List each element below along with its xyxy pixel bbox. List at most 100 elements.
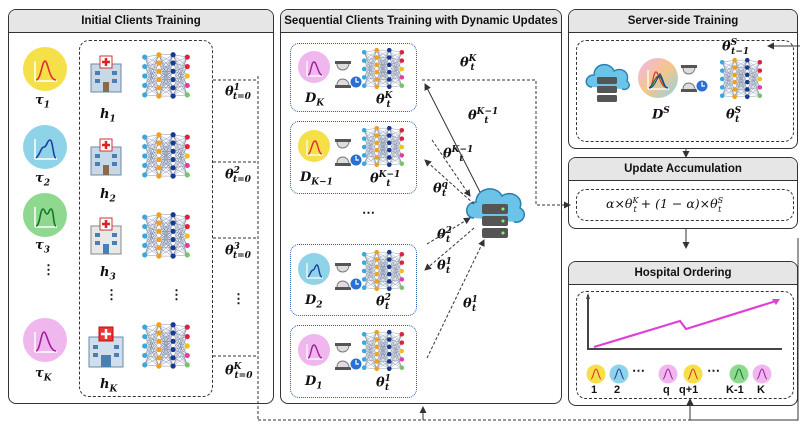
- neural-network-icon: [361, 329, 405, 372]
- sequential-title: Sequential Clients Training with Dynamic…: [281, 10, 561, 33]
- hospital-icon: [90, 217, 122, 255]
- seq-theta-K: θKt: [376, 91, 393, 110]
- tauK-label: τK: [35, 366, 52, 384]
- bell-curve-icon: [306, 140, 323, 156]
- distribution-tauK: [23, 318, 67, 362]
- neural-network-icon: [361, 249, 405, 292]
- update-formula: α×θKt + (1 − α)×θSt: [606, 196, 724, 214]
- hourglass-clock-icon: [335, 139, 363, 167]
- hourglass-clock-icon: [681, 65, 709, 93]
- ordering-ellipsis: ⋯: [632, 364, 645, 379]
- arrow-label-thetaq: θqt: [433, 180, 448, 199]
- theta0-1-label: θ1t=0: [225, 83, 251, 102]
- hospital-ordering-panel: Hospital Ordering: [568, 261, 798, 406]
- server-cloud-icon: [585, 64, 630, 102]
- ordering-ellipsis: ⋯: [707, 364, 720, 379]
- server-title: Server-side Training: [569, 10, 797, 33]
- hourglass-clock-icon: [335, 343, 363, 371]
- ordering-label: q: [663, 384, 670, 396]
- dataset-DK-label: DK: [305, 91, 325, 109]
- peak-curve-icon: [34, 331, 57, 353]
- bimodal-curve-icon: [34, 207, 57, 228]
- client-box-K: [290, 43, 417, 112]
- ordered-client-icon: [752, 364, 772, 384]
- distribution-tau1: [23, 47, 67, 91]
- arrow-label-thetaK-1-up: θK−1t: [468, 107, 499, 126]
- initial-clients-panel: Initial Clients Training: [8, 9, 274, 404]
- ordering-label: K-1: [726, 384, 744, 396]
- server-panel: Server-side Training: [568, 9, 798, 149]
- h3-label: h3: [100, 265, 116, 283]
- seq-theta-1: θ1t: [376, 374, 391, 393]
- cloud-server-icon: [466, 188, 525, 238]
- arrow-label-theta1-b: θ1t: [463, 295, 478, 314]
- client-box-K-1: [290, 121, 417, 194]
- server-group: [576, 40, 794, 142]
- ordering-label: K: [757, 384, 765, 396]
- tau-ellipsis: ⋮: [42, 263, 55, 278]
- hourglass-clock-icon: [335, 61, 363, 89]
- net-ellipsis: ⋮: [170, 288, 183, 303]
- mixed-curves-icon: [647, 70, 669, 90]
- neural-network-icon: [142, 212, 190, 259]
- client-dist-1: [298, 334, 330, 366]
- ordered-client-icon: [658, 364, 678, 384]
- hK-label: hK: [100, 377, 118, 395]
- seq-theta-K-1: θK−1t: [370, 170, 401, 189]
- sequential-panel: Sequential Clients Training with Dynamic…: [280, 9, 562, 404]
- update-title: Update Accumulation: [569, 158, 797, 181]
- hospital-ellipsis: ⋮: [105, 288, 118, 303]
- server-theta: θSt: [726, 106, 742, 125]
- server-theta-prev: θSt−1: [722, 38, 750, 57]
- dataset-D1-label: D1: [305, 374, 323, 392]
- theta0-K-label: θKt=0: [225, 362, 253, 381]
- tau1-label: τ1: [35, 93, 51, 111]
- client-dist-2: [298, 253, 330, 285]
- client-box-2: [290, 244, 417, 316]
- skewed-curve-icon: [34, 139, 57, 160]
- hospital-ordering-title: Hospital Ordering: [569, 262, 797, 285]
- theta0-3-label: θ3t=0: [225, 242, 251, 261]
- h2-label: h2: [100, 187, 116, 205]
- client-box-1: [290, 325, 417, 398]
- h1-label: h1: [100, 107, 116, 125]
- ordered-client-icon: [729, 364, 749, 384]
- server-dataset-label: DS: [652, 106, 670, 123]
- initial-clients-title: Initial Clients Training: [9, 10, 273, 33]
- hospital-icon: [90, 138, 122, 176]
- ordering-label: 2: [614, 384, 621, 396]
- tau3-label: τ3: [35, 238, 51, 256]
- theta0-2-label: θ2t=0: [225, 166, 251, 185]
- bell-curve-icon: [34, 60, 57, 82]
- neural-network-icon: [361, 125, 405, 168]
- ordering-group: [576, 291, 794, 399]
- seq-theta-2: θ2t: [376, 293, 391, 312]
- hospital-icon: [90, 55, 122, 93]
- ordering-label: q+1: [679, 384, 699, 396]
- hospitals-group: [79, 40, 213, 397]
- arrow-label-thetaK-top: θKt: [460, 54, 477, 73]
- hospital-icon: [88, 326, 124, 368]
- distribution-tau2: [23, 125, 67, 169]
- dataset-D2-label: D2: [305, 293, 323, 311]
- arrow-label-thetaK-1-left: θK−1t: [443, 145, 474, 164]
- ordered-client-icon: [586, 364, 606, 384]
- client-dist-K-1: [298, 130, 330, 162]
- neural-network-icon: [719, 57, 763, 100]
- client-dist-K: [298, 51, 330, 83]
- theta-ellipsis: ⋮: [232, 292, 245, 307]
- neural-network-icon: [361, 47, 405, 90]
- peak-curve-icon: [306, 344, 323, 360]
- neural-network-icon: [142, 52, 190, 99]
- peak-curve-icon: [306, 61, 323, 77]
- tau2-label: τ2: [35, 171, 51, 189]
- skewed-curve-icon: [306, 263, 323, 279]
- dataset-DK-1-label: DK−1: [300, 170, 333, 188]
- ordering-label: 1: [591, 384, 598, 396]
- neural-network-icon: [142, 132, 190, 179]
- arrow-label-theta1-a: θ1t: [437, 257, 452, 276]
- hourglass-clock-icon: [335, 263, 363, 291]
- ordered-client-icon: [683, 364, 703, 384]
- ordered-client-icon: [609, 364, 629, 384]
